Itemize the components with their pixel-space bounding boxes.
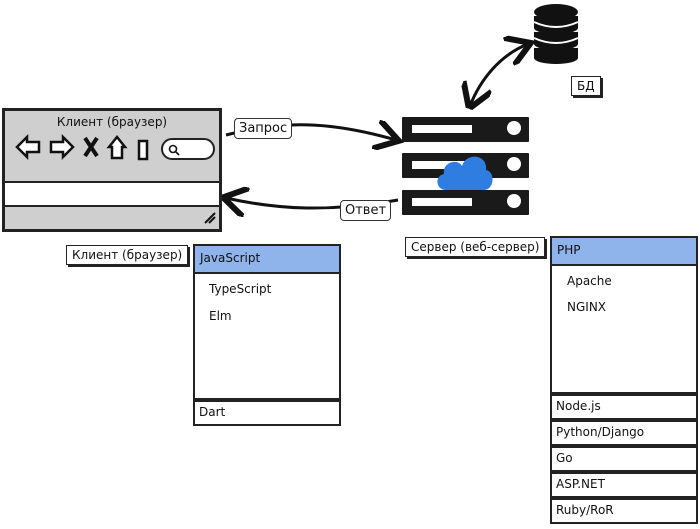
stop-icon (83, 136, 99, 158)
server-rack-3 (402, 190, 529, 215)
list-item[interactable]: Elm (209, 309, 232, 323)
database-label: БД (571, 76, 601, 96)
home-icon (106, 134, 128, 160)
browser-nav-icons (15, 133, 149, 161)
client-language-list: JavaScript TypeScript Elm (193, 244, 341, 400)
bookmark-icon (137, 139, 149, 161)
back-arrow-icon (15, 133, 41, 161)
list-row[interactable]: Ruby/RoR (550, 498, 698, 524)
list-row[interactable]: Go (550, 446, 698, 472)
list-item[interactable]: NGINX (567, 300, 607, 314)
list-item-selected[interactable]: JavaScript (195, 246, 339, 274)
list-item[interactable]: TypeScript (209, 282, 272, 296)
db-arrow (470, 44, 528, 106)
list-row[interactable]: Node.js (550, 394, 698, 420)
list-item[interactable]: Apache (567, 274, 612, 288)
cloud-icon (437, 156, 493, 190)
response-label: Ответ (340, 200, 392, 221)
search-field[interactable] (161, 138, 215, 160)
server-tech-list: PHP Apache NGINX (550, 236, 698, 394)
browser-title: Клиент (браузер) (56, 115, 168, 129)
list-row[interactable]: Python/Django (550, 420, 698, 446)
search-icon (168, 144, 180, 156)
resize-handle-icon[interactable] (203, 211, 217, 225)
server-rack-1 (402, 117, 529, 142)
browser-window: Клиент (браузер) (2, 108, 222, 232)
request-label: Запрос (234, 118, 293, 139)
list-row[interactable]: Dart (193, 400, 341, 426)
browser-content (5, 181, 219, 207)
server-panel-label: Сервер (веб-сервер) (405, 237, 546, 257)
database-icon (533, 4, 579, 64)
list-row[interactable]: ASP.NET (550, 472, 698, 498)
list-item-selected[interactable]: PHP (552, 238, 696, 266)
client-panel-label: Клиент (браузер) (66, 245, 189, 265)
forward-arrow-icon (49, 133, 75, 161)
